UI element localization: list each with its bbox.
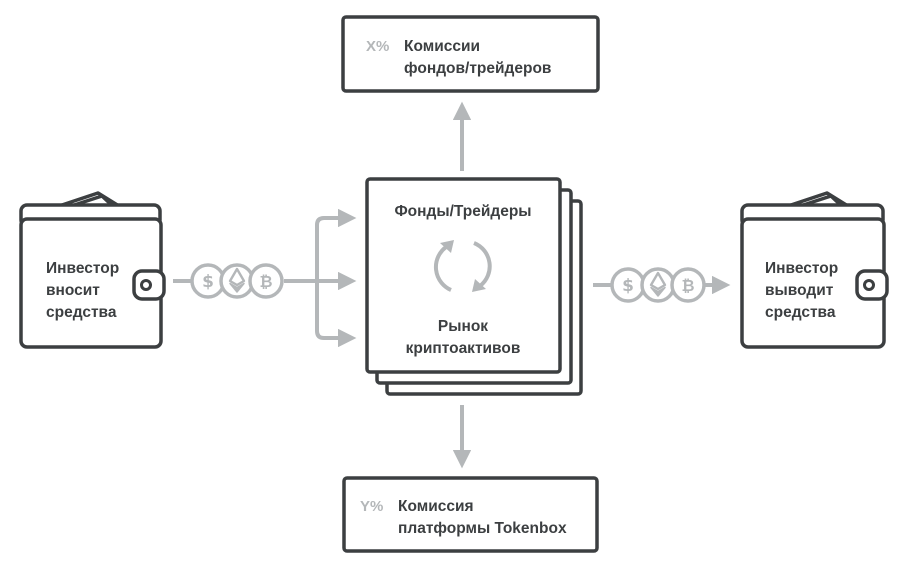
coins-out: $ ₿ bbox=[610, 267, 706, 303]
investor-in-line-2: вносит bbox=[46, 282, 100, 299]
market-line-2: криптоактивов bbox=[406, 340, 521, 357]
coins-in: $ ₿ bbox=[190, 263, 284, 299]
wallet-button bbox=[140, 279, 152, 291]
market-line-1: Рынок bbox=[438, 318, 488, 335]
bitcoin-sign: ₿ bbox=[259, 272, 272, 291]
arrow-branch-top bbox=[315, 208, 357, 281]
fee-bottom-label-line-2: платформы Tokenbox bbox=[398, 520, 567, 537]
fee-bottom-label-line-1: Комиссия bbox=[398, 498, 474, 515]
investor-out-line-2: выводит bbox=[765, 282, 834, 299]
fee-box-top: X% Комиссии фондов/трейдеров bbox=[341, 15, 600, 93]
wallet-in-icon bbox=[19, 191, 166, 349]
ethereum-icon bbox=[649, 271, 667, 297]
dollar-sign: $ bbox=[622, 276, 634, 296]
fee-top-label-line-2: фондов/трейдеров bbox=[404, 60, 551, 77]
bitcoin-coin-icon bbox=[670, 267, 706, 303]
investor-out-line-1: Инвестор bbox=[765, 260, 838, 277]
bitcoin-coin-icon bbox=[248, 263, 284, 299]
bitcoin-sign: ₿ bbox=[681, 276, 694, 295]
wallet-button bbox=[863, 279, 875, 291]
refresh-cycle-icon bbox=[433, 240, 492, 292]
investor-out-line-3: средства bbox=[765, 304, 836, 321]
funds-title: Фонды/Трейдеры bbox=[394, 203, 531, 220]
arrow-branch-bottom bbox=[315, 281, 357, 348]
dollar-sign: $ bbox=[202, 272, 214, 292]
investor-in-line-3: средства bbox=[46, 304, 117, 321]
fee-bottom-percent: Y% bbox=[360, 498, 383, 515]
fee-top-percent: X% bbox=[366, 38, 389, 55]
investor-in-line-1: Инвестор bbox=[46, 260, 119, 277]
funds-stack bbox=[365, 177, 583, 396]
fee-box-bottom: Y% Комиссия платформы Tokenbox bbox=[342, 476, 599, 553]
fee-top-label-line-1: Комиссии bbox=[404, 38, 480, 55]
ethereum-icon bbox=[228, 267, 246, 293]
stack-layer-front bbox=[365, 177, 562, 374]
wallet-out-icon bbox=[740, 191, 889, 349]
